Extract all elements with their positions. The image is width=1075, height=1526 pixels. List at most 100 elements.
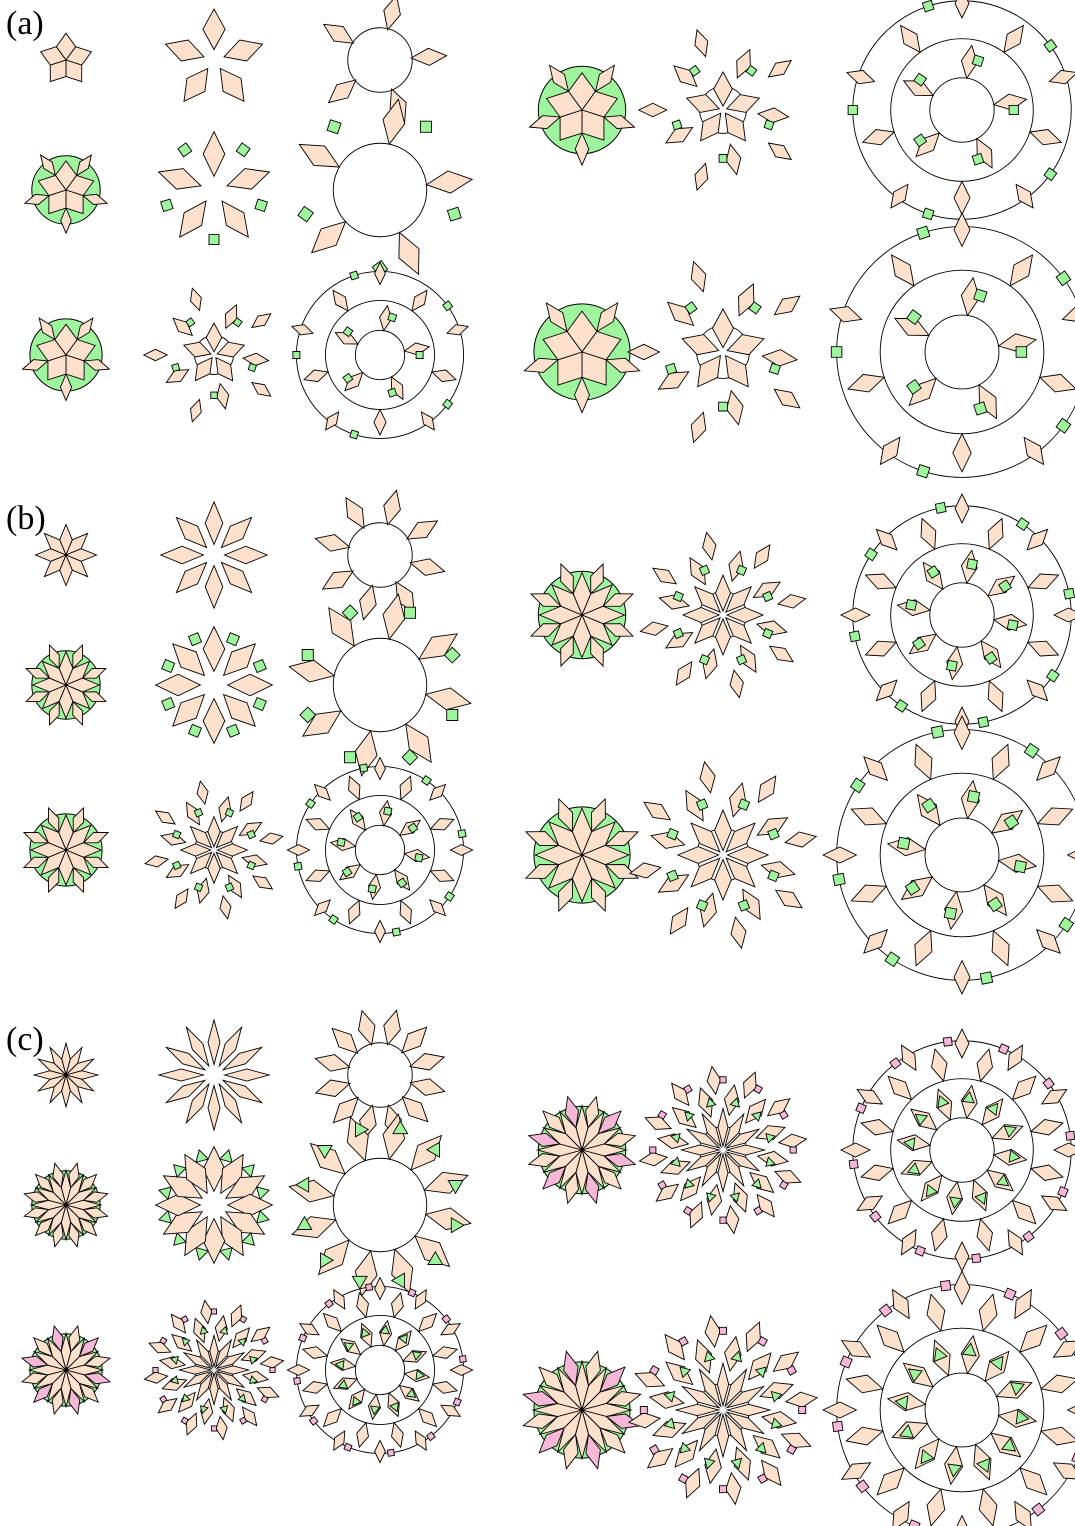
square-tile xyxy=(383,806,393,816)
cluster-pinwheel xyxy=(157,130,271,246)
rhombus-tile xyxy=(175,561,208,594)
square-tile xyxy=(187,632,203,647)
rhombus-tile xyxy=(286,1364,311,1376)
rhombus-tile xyxy=(23,1191,50,1203)
rhombus-tile xyxy=(725,143,742,176)
triangle-tile xyxy=(352,1395,362,1407)
rhombus-tile xyxy=(528,115,562,130)
rhombus-tile xyxy=(976,1048,993,1083)
rhombus-tile xyxy=(773,295,801,316)
rhombus-tile xyxy=(235,1388,257,1407)
cluster-filled-disc xyxy=(524,797,640,913)
rhombus-tile xyxy=(313,783,331,801)
rhombus-tile xyxy=(239,790,254,812)
rhombus-tile xyxy=(449,1364,474,1376)
rhombus-tile xyxy=(954,1027,970,1060)
triangle-tile xyxy=(754,1441,767,1454)
cluster-filled-disc xyxy=(528,64,636,167)
triangle-tile xyxy=(181,1337,191,1347)
rhombus-tile xyxy=(317,1239,350,1276)
rhombus-tile xyxy=(1026,528,1049,551)
triangle-tile xyxy=(679,1366,692,1379)
rhombus-tile xyxy=(717,1152,729,1194)
square-tile xyxy=(224,882,235,893)
rhombus-tile xyxy=(603,1132,637,1147)
rhombus-tile xyxy=(190,398,202,423)
rhombus-tile xyxy=(1052,1462,1075,1480)
rhombus-tile xyxy=(563,1350,579,1387)
rhombus-tile xyxy=(887,1075,913,1101)
rhombus-tile xyxy=(954,0,970,20)
rhombus-tile xyxy=(1061,306,1075,322)
rhombus-tile xyxy=(605,357,641,373)
square-tile xyxy=(193,807,204,818)
rhombus-tile xyxy=(879,436,901,466)
rhombus-tile xyxy=(749,1171,775,1194)
triangle-tile xyxy=(255,1209,270,1224)
cluster-ring-cluster xyxy=(142,287,272,423)
square-tile xyxy=(763,119,775,131)
rhombus-tile xyxy=(334,332,359,345)
triangle-tile xyxy=(249,1375,259,1385)
rhombus-tile xyxy=(542,1165,567,1190)
triangle-tile xyxy=(195,1246,210,1261)
rhombus-tile xyxy=(411,289,428,312)
square-tile xyxy=(677,1335,689,1347)
rhombus-tile xyxy=(1066,1405,1075,1415)
rhombus-tile xyxy=(36,339,67,362)
rhombus-tile xyxy=(747,1352,772,1381)
rhombus-tile xyxy=(194,356,213,382)
square-tile xyxy=(735,564,748,576)
rhombus-tile xyxy=(204,500,224,546)
square-tile xyxy=(849,777,866,794)
rhombus-tile xyxy=(725,1385,766,1409)
rhombus-tile xyxy=(639,621,669,636)
rhombus-tile xyxy=(190,287,202,312)
rhombus-tile xyxy=(313,899,331,917)
rhombus-tile xyxy=(177,1391,196,1413)
square-tile xyxy=(446,206,462,222)
rhombus-tile xyxy=(685,1151,722,1172)
rhombus-tile xyxy=(202,625,226,673)
rhombus-tile xyxy=(892,1500,910,1526)
rhombus-tile xyxy=(251,381,272,397)
cluster-filled-disc xyxy=(25,644,107,726)
ring-edge xyxy=(929,1117,995,1183)
triangle-tile xyxy=(355,1121,370,1138)
rhombus-tile xyxy=(49,1045,67,1077)
rhombus-tile xyxy=(215,1370,246,1389)
rhombus-tile xyxy=(724,616,753,645)
rhombus-tile xyxy=(72,806,85,834)
triangle-tile xyxy=(219,1325,229,1335)
rhombus-tile xyxy=(681,334,720,356)
square-tile xyxy=(441,1314,452,1325)
rhombus-tile xyxy=(1007,1044,1024,1072)
cluster-filled-disc xyxy=(523,301,641,414)
rhombus-tile xyxy=(225,303,238,330)
cluster-star-cluster xyxy=(34,523,98,587)
triangle-tile xyxy=(770,1417,783,1430)
rhombus-tile xyxy=(839,1142,872,1158)
triangle-tile xyxy=(427,1250,444,1265)
cluster-open-ring xyxy=(288,1113,472,1297)
rhombus-tile xyxy=(172,693,206,727)
rhombus-tile xyxy=(305,869,331,882)
triangle-tile xyxy=(730,1350,743,1363)
rhombus-tile xyxy=(655,1183,680,1202)
rhombus-tile xyxy=(900,1044,917,1072)
rhombus-tile xyxy=(845,1374,884,1394)
rhombus-tile xyxy=(716,1412,730,1459)
rhombus-tile xyxy=(574,131,590,167)
triangle-tile xyxy=(337,1379,349,1389)
rhombus-tile xyxy=(205,322,223,353)
square-tile xyxy=(762,627,774,640)
rhombus-tile xyxy=(72,700,84,726)
triangle-tile xyxy=(158,1186,173,1201)
triangle-tile xyxy=(241,1164,255,1178)
rhombus-tile xyxy=(679,1144,721,1156)
square-tile xyxy=(762,590,774,603)
ring-edge xyxy=(324,1314,436,1426)
ring-edge xyxy=(295,1285,465,1455)
rhombus-tile xyxy=(920,679,937,713)
rhombus-tile xyxy=(328,606,355,647)
